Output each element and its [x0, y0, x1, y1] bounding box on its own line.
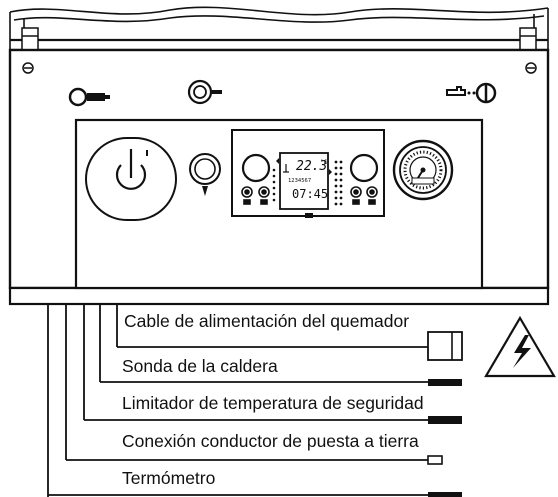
indicator-dots-right: [334, 160, 343, 206]
controller-left-knob[interactable]: [241, 153, 271, 183]
lcd-display: [279, 152, 329, 210]
controller-right-knob[interactable]: [349, 153, 379, 183]
display-tap-icon: [283, 164, 289, 173]
cable-label-burner-power: Cable de alimentación del quemador: [124, 311, 409, 331]
display-arrows: [276, 158, 332, 175]
controller-left-buttons[interactable]: [241, 186, 270, 205]
reset-button[interactable]: [189, 153, 221, 196]
limiter-connector-bar: [428, 416, 462, 424]
thermostat-bezel: [85, 137, 177, 221]
cable-label-ground: Conexión conductor de puesta a tierra: [122, 431, 419, 451]
module-latch: [305, 213, 313, 218]
thermometer-gauge-icon: [392, 139, 454, 201]
cable-label-boiler-sensor: Sonda de la caldera: [122, 356, 278, 376]
thermometer-connector-bar: [428, 492, 462, 497]
thermostat-knob[interactable]: [115, 149, 148, 190]
screws: [22, 62, 537, 74]
controller-right-buttons[interactable]: [350, 186, 378, 205]
cover-top: [9, 6, 549, 52]
cable-lines: [47, 304, 430, 497]
sensor-connector-icon: [68, 87, 110, 107]
display-days: 1234567: [288, 178, 311, 184]
housing-base: [8, 286, 550, 306]
ground-connector-box: [427, 455, 443, 465]
display-time: 07:45: [292, 187, 328, 201]
display-unit: °C: [320, 159, 328, 166]
cable-label-thermometer: Termómetro: [122, 468, 215, 488]
key-lock-icon[interactable]: [446, 82, 497, 104]
display-temperature: 22.3: [296, 159, 327, 174]
burner-knob-icon: [187, 79, 222, 105]
plug-connector: [427, 331, 463, 361]
cable-label-safety-limiter: Limitador de temperatura de seguridad: [122, 393, 424, 413]
sensor-connector-bar: [428, 379, 462, 386]
high-voltage-warning-icon: [484, 315, 556, 378]
indicator-dots-left: [272, 168, 276, 202]
